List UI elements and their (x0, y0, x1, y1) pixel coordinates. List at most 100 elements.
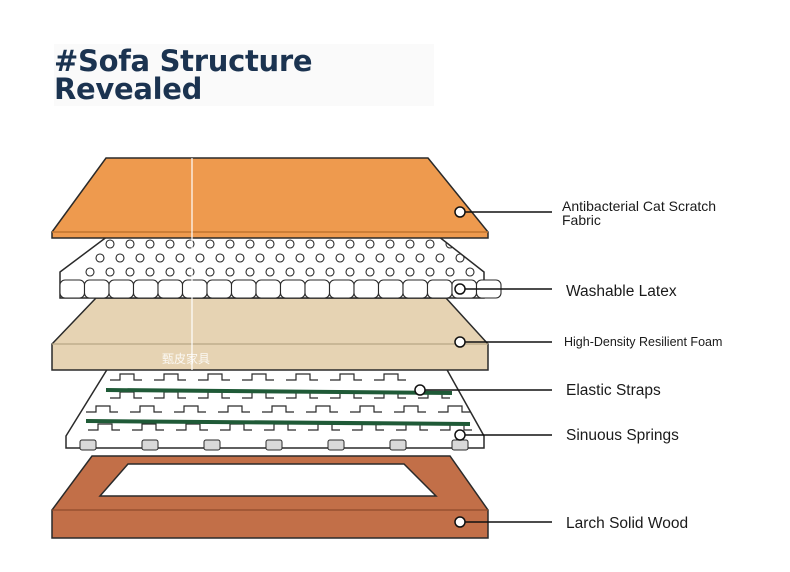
latex-perforation (395, 253, 405, 263)
label-springs: Sinuous Springs (566, 427, 679, 444)
latex-perforation (145, 267, 155, 277)
latex-perforation (165, 267, 175, 277)
spring-clip (203, 439, 221, 451)
latex-perforation (405, 267, 415, 277)
latex-perforation (465, 267, 475, 277)
latex-perforation (335, 253, 345, 263)
latex-perforation (225, 267, 235, 277)
spring-clip (389, 439, 407, 451)
latex-perforation (145, 239, 155, 249)
latex-cell (353, 279, 380, 299)
latex-perforation (265, 239, 275, 249)
label-foam: High-Density Resilient Foam (564, 335, 723, 349)
latex-cell (108, 279, 135, 299)
spring-coil (88, 423, 120, 431)
watermark-text: 甄皮家具 (162, 352, 211, 366)
latex-perforation (265, 267, 275, 277)
spring-coil (110, 373, 142, 381)
latex-perforation (455, 253, 465, 263)
latex-perforation (125, 239, 135, 249)
latex-perforation (305, 239, 315, 249)
spring-coil (438, 405, 470, 413)
spring-coil (262, 405, 294, 413)
latex-perforation (195, 253, 205, 263)
latex-perforation (345, 239, 355, 249)
latex-perforation (215, 253, 225, 263)
latex-perforation (105, 267, 115, 277)
latex-perforation (275, 253, 285, 263)
latex-cell (402, 279, 429, 299)
resilient-foam-layer (51, 297, 489, 371)
latex-perforation (175, 253, 185, 263)
latex-perforation (325, 267, 335, 277)
latex-perforation (315, 253, 325, 263)
latex-perforation (85, 267, 95, 277)
spring-coil (394, 405, 426, 413)
latex-cell (426, 279, 453, 299)
spring-coil (242, 373, 274, 381)
latex-perforation (345, 267, 355, 277)
spring-coil (130, 405, 162, 413)
latex-perforation (245, 239, 255, 249)
spring-coil (218, 405, 250, 413)
label-straps: Elastic Straps (566, 382, 661, 399)
callout-leaders (414, 206, 552, 528)
label-latex: Washable Latex (566, 283, 677, 300)
spring-coil (86, 405, 118, 413)
sinuous-springs-layer (65, 367, 485, 451)
latex-perforation (445, 267, 455, 277)
latex-perforation (385, 239, 395, 249)
spring-clip (79, 439, 97, 451)
spring-coil (286, 373, 318, 381)
latex-perforation (365, 239, 375, 249)
latex-perforation (125, 267, 135, 277)
latex-perforation (415, 253, 425, 263)
latex-perforation (305, 267, 315, 277)
latex-perforation (135, 253, 145, 263)
latex-cell (181, 279, 208, 299)
latex-cell (377, 279, 404, 299)
latex-cell (206, 279, 233, 299)
spring-clip (451, 439, 469, 451)
latex-cell (255, 279, 282, 299)
latex-perforation (465, 239, 475, 249)
title-block: #Sofa Structure Revealed (54, 44, 434, 106)
spring-coil (198, 373, 230, 381)
latex-perforation (205, 239, 215, 249)
latex-perforation (385, 267, 395, 277)
elastic-straps (85, 388, 471, 426)
spring-coil (306, 405, 338, 413)
latex-perforation (115, 253, 125, 263)
latex-perforation (165, 239, 175, 249)
latex-perforation (185, 267, 195, 277)
spring-coil (330, 373, 362, 381)
larch-wood-frame (51, 455, 489, 539)
latex-perforation (355, 253, 365, 263)
latex-perforation (365, 267, 375, 277)
latex-perforation (295, 253, 305, 263)
spring-coil (350, 405, 382, 413)
latex-perforation (405, 239, 415, 249)
spring-coil (154, 373, 186, 381)
latex-cell (157, 279, 184, 299)
latex-perforation (155, 253, 165, 263)
latex-cell (230, 279, 257, 299)
latex-perforation (285, 239, 295, 249)
latex-perforation (255, 253, 265, 263)
latex-perforation (425, 267, 435, 277)
spring-coil (132, 423, 164, 431)
latex-perforation (245, 267, 255, 277)
label-wood: Larch Solid Wood (566, 515, 689, 532)
spring-clip (141, 439, 159, 451)
latex-perforation (105, 239, 115, 249)
latex-cell (132, 279, 159, 299)
latex-perforation (375, 253, 385, 263)
fabric-layer (51, 157, 489, 239)
latex-cell (304, 279, 331, 299)
spring-coil (174, 405, 206, 413)
latex-perforation (435, 253, 445, 263)
latex-cell (83, 279, 110, 299)
latex-perforation (235, 253, 245, 263)
washable-latex-layer (59, 235, 502, 299)
